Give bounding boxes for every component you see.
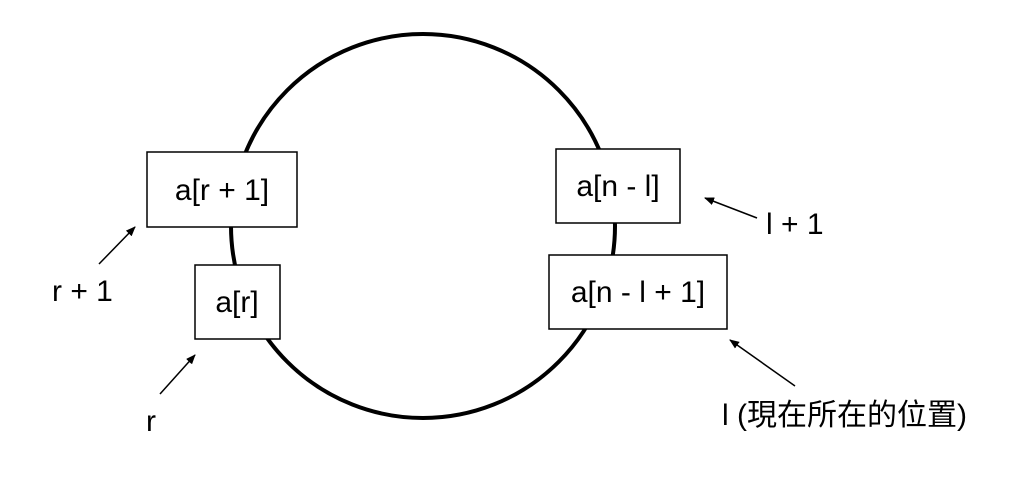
box-a-r-rect	[194, 264, 281, 340]
arrow-r	[159, 354, 196, 395]
arrow-r-plus-1	[98, 226, 136, 265]
box-a-r-plus-1: a[r + 1]	[146, 151, 298, 228]
arrow-l-current	[729, 339, 796, 387]
box-a-n-minus-l-plus-1: a[n - l + 1]	[548, 254, 728, 330]
box-a-n-minus-l-plus-1-rect	[548, 254, 728, 330]
arrow-l-plus-1	[704, 197, 758, 219]
box-a-n-minus-l-label: a[n - l]	[576, 170, 659, 203]
box-a-n-minus-l-rect	[555, 148, 681, 224]
label-r: r	[146, 405, 156, 438]
box-a-n-minus-l: a[n - l]	[555, 148, 681, 224]
box-a-r-label: a[r]	[215, 286, 258, 319]
label-l-current: l (現在所在的位置)	[722, 399, 967, 432]
box-a-r: a[r]	[194, 264, 281, 340]
label-l-plus-1: l + 1	[766, 208, 824, 241]
box-a-r-plus-1-label: a[r + 1]	[175, 174, 269, 207]
box-a-n-minus-l-plus-1-label: a[n - l + 1]	[571, 276, 705, 309]
box-a-r-plus-1-rect	[146, 151, 298, 228]
label-r-plus-1: r + 1	[52, 275, 113, 308]
